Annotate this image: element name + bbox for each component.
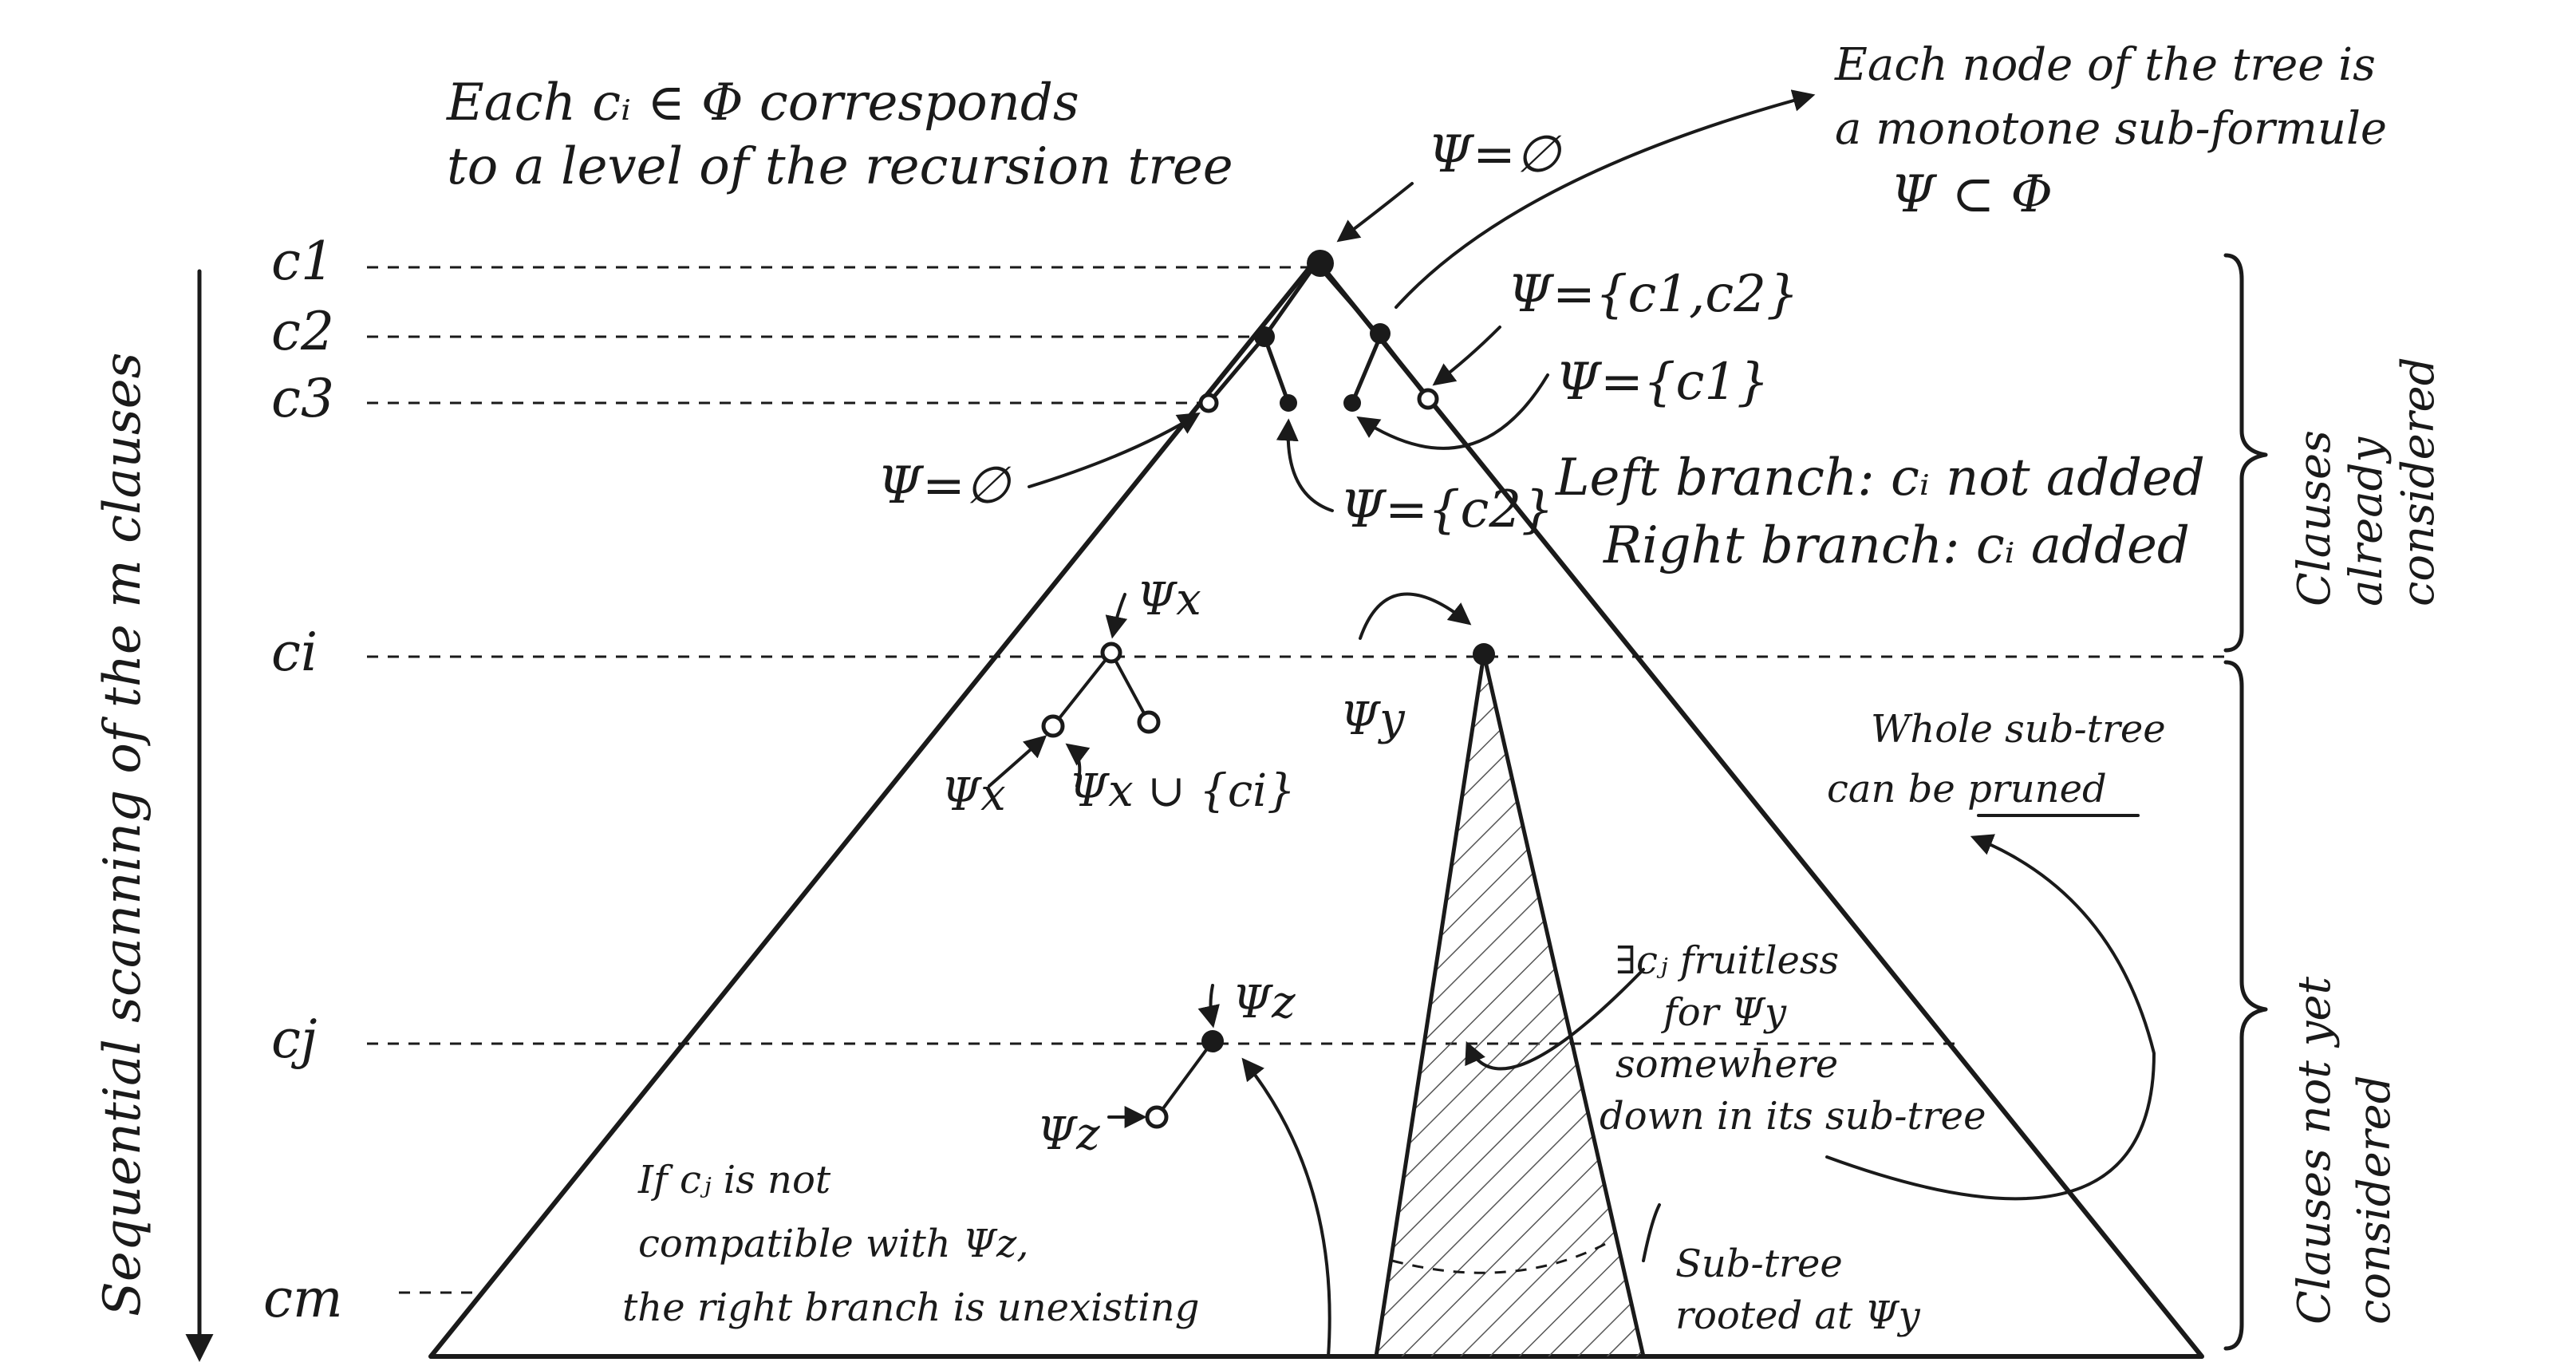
bracket-not-considered-line2: considered (2349, 1075, 2400, 1325)
bracket-considered-line3: considered (2393, 357, 2444, 606)
fruitless-note-line2: for Ψy (1661, 990, 1787, 1035)
level-label-cm: cm (263, 1268, 343, 1329)
vertical-axis-label: Sequential scanning of the m clauses (93, 353, 152, 1317)
branch-c2l-left (1206, 334, 1267, 405)
arrow-root (1336, 182, 1414, 243)
arrow-fruitless (1465, 968, 1645, 1071)
level-label-c1: c1 (271, 231, 334, 292)
arrow-psiz-top (1197, 984, 1220, 1028)
subtree-note-line2: rooted at Ψy (1675, 1293, 1921, 1338)
bracket-not-considered (2223, 660, 2268, 1351)
branch-psix-right (1110, 651, 1150, 724)
bracket-considered (2223, 253, 2268, 653)
pruned-subtree-shading (1376, 654, 1643, 1356)
level-label-ci: ci (271, 622, 318, 683)
node-c3-c (1343, 394, 1361, 412)
arrow-c1 (1356, 373, 1549, 450)
node-psiy (1473, 643, 1495, 665)
arrow-node-note (1395, 89, 1816, 309)
branch-psix-left (1051, 651, 1113, 728)
prune-note-line1: Whole sub-tree (1871, 707, 2166, 752)
bracket-not-considered-line1: Clauses not yet (2289, 977, 2341, 1325)
node-note-line3: Ψ ⊂ Φ (1891, 165, 2053, 224)
arrow-psix-right (1065, 743, 1091, 788)
compat-note-line1: If cⱼ is not (637, 1158, 831, 1202)
level-label-c3: c3 (271, 368, 334, 429)
level-label-c2: c2 (271, 301, 334, 362)
node-c2-right (1370, 323, 1391, 344)
bracket-considered-line2: already (2341, 436, 2393, 606)
psi-c1-label: Ψ={c1} (1556, 353, 1769, 412)
branch-root-left (1262, 261, 1319, 339)
arrow-psix-left (988, 735, 1047, 788)
node-note-line1: Each node of the tree is (1834, 39, 2376, 91)
psi-x-top-label: Ψx (1137, 574, 1201, 626)
psi-c1c2-label: Ψ={c1,c2} (1508, 265, 1799, 324)
psi-x-right-label: Ψx ∪ {ci} (1069, 765, 1296, 817)
arrow-c1c2 (1432, 326, 1501, 386)
node-c3-d (1417, 388, 1439, 410)
branch-note-left: Left branch: cᵢ not added (1555, 448, 2205, 507)
compat-note-line2: compatible with Ψz, (638, 1222, 1029, 1266)
level-label-cj: cj (271, 1009, 317, 1070)
node-psix-right (1137, 710, 1161, 734)
fruitless-note-line1: ∃cⱼ fruitless (1615, 938, 1839, 983)
psi-x-left-label: Ψx (941, 769, 1006, 821)
arrow-left-empty (1028, 413, 1201, 488)
fruitless-note-line3: somewhere (1615, 1042, 1838, 1087)
arrow-prune (1825, 834, 2156, 1201)
fruitless-note-line4: down in its sub-tree (1600, 1094, 1986, 1139)
arrow-compat (1241, 1057, 1331, 1358)
branch-root-right (1314, 261, 1383, 339)
node-c2-left (1254, 326, 1275, 347)
node-psiz (1201, 1030, 1224, 1052)
psi-z-left-label: Ψz (1037, 1108, 1100, 1160)
arrow-subtree (1642, 1203, 1661, 1262)
recursion-tree-triangle (428, 257, 2204, 1359)
compat-note-line3: the right branch is unexisting (622, 1285, 1199, 1330)
title-note-line1: Each cᵢ ∈ Φ corresponds (446, 73, 1079, 132)
branch-note-right: Right branch: cᵢ added (1603, 516, 2190, 575)
node-psiz-left (1145, 1105, 1169, 1129)
prune-note-line2: can be pruned (1827, 767, 2107, 811)
arrow-psix-top (1105, 593, 1128, 639)
node-root (1307, 250, 1334, 277)
node-c3-b (1280, 394, 1297, 412)
subtree-dashed-arc (1391, 1239, 1612, 1274)
branch-c2r-right (1378, 334, 1430, 401)
node-note-line2: a monotone sub-formule (1835, 103, 2387, 155)
psi-c2-label: Ψ={c2} (1340, 480, 1554, 539)
psi-y-label: Ψy (1340, 693, 1406, 745)
branch-c2r-left (1350, 334, 1383, 405)
psi-left-empty-label: Ψ=∅ (878, 456, 1012, 515)
subtree-note-line1: Sub-tree (1675, 1242, 1843, 1286)
branch-psiz-left (1155, 1040, 1214, 1119)
psi-z-top-label: Ψz (1233, 977, 1296, 1028)
arrow-psiy (1359, 592, 1472, 640)
psi-root-label: Ψ=∅ (1428, 125, 1563, 184)
node-psix (1100, 642, 1122, 664)
node-psix-left (1041, 714, 1065, 738)
branch-c2l-right (1262, 334, 1291, 405)
title-note-line2: to a level of the recursion tree (447, 137, 1233, 196)
arrow-c2 (1276, 418, 1334, 512)
node-c3-a (1198, 393, 1219, 413)
bracket-considered-line1: Clauses (2289, 430, 2341, 606)
